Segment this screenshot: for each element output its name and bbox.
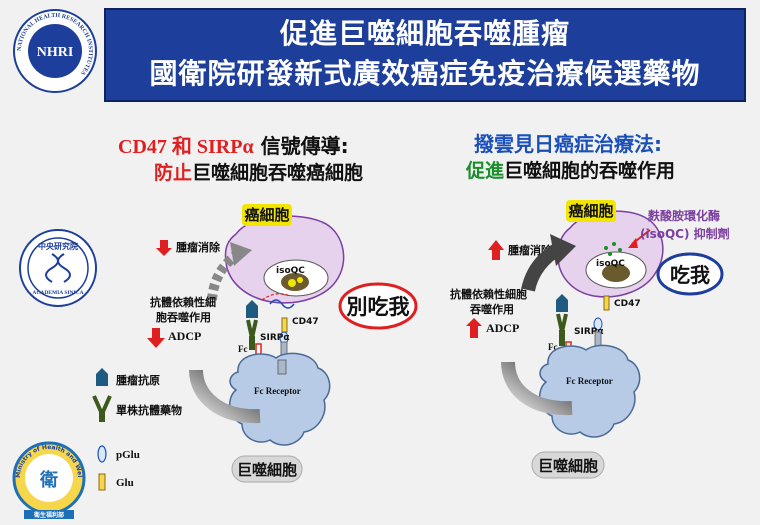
left-subtitle-rest: 巨噬細胞吞噬癌細胞 <box>192 162 364 184</box>
left-dont-eat-text: 別吃我 <box>347 295 410 319</box>
right-panel-title: 撥雲見日癌症治療法: <box>474 132 662 156</box>
left-dont-eat-bubble <box>338 282 418 330</box>
left-macrophage-label: 巨噬細胞 <box>237 461 297 479</box>
left-antibody <box>246 319 258 339</box>
svg-text:衛: 衛 <box>39 469 58 490</box>
right-gradient-arrow <box>501 361 573 416</box>
right-fc-receptor-label: Fc Receptor <box>566 376 613 386</box>
left-adcp-down-arrow <box>147 328 165 348</box>
right-macrophage-badge <box>531 451 605 479</box>
left-subtitle-red: 防止 <box>154 162 193 184</box>
right-panel-subtitle: 促進巨噬細胞的吞噬作用 <box>466 156 675 183</box>
left-tumor-down-arrow <box>156 240 172 256</box>
left-title-suffix: 信號傳導: <box>253 134 349 158</box>
left-cancer-cell-badge <box>242 204 292 226</box>
legend-antibody-label: 單株抗體藥物 <box>116 403 182 417</box>
right-adcp-line1: 抗體依賴性細胞 <box>450 287 527 301</box>
legend-glu-label: Glu <box>116 477 134 489</box>
academia-sinica-logo: 中央研究院 ACADEMIA SINICA <box>19 229 97 307</box>
left-tumor-clear: 腫瘤消除 <box>176 240 221 254</box>
left-panel-title: CD47 和 SIRPα 信號傳導: <box>118 130 349 159</box>
left-sirpa-label: SIRPα <box>260 333 290 343</box>
left-isoqc-label: isoQC <box>276 266 305 276</box>
left-fc-label: Fc <box>238 344 248 354</box>
legend-pglu-label: pGlu <box>116 449 140 461</box>
left-adcp-line2: 胞吞噬作用 <box>156 310 211 324</box>
right-subtitle-green: 促進 <box>466 160 505 182</box>
sinica-top-text: 中央研究院 <box>38 241 78 251</box>
right-macrophage <box>539 344 641 438</box>
left-adcp-label: ADCP <box>168 329 201 343</box>
sinica-bottom-text: ACADEMIA SINICA <box>32 290 83 296</box>
legend-antigen-icon <box>96 368 108 386</box>
left-title-prefix: CD47 和 SIRPα <box>118 136 254 158</box>
nhri-logo-text: NHRI <box>37 45 74 60</box>
right-antibody <box>556 313 568 333</box>
left-panel-subtitle: 防止巨噬細胞吞噬癌細胞 <box>154 158 363 185</box>
health-ministry-logo: Ministry of Health and Welfare 衛 衛生福利部 <box>10 440 86 519</box>
left-macrophage-badge <box>231 455 303 483</box>
right-inhibitor-line2: (isoQC) 抑制劑 <box>640 226 730 241</box>
header-title-line2: 國衛院研發新式廣效癌症免疫治療候選藥物 <box>149 57 701 90</box>
legend-pglu-icon <box>97 445 107 463</box>
right-tumor-antigen <box>556 294 568 312</box>
right-tumor-up-arrow <box>488 240 504 260</box>
right-fc-label: Fc <box>548 342 558 352</box>
right-adcp-line2: 吞噬作用 <box>470 302 514 316</box>
left-tumor-antigen <box>246 300 258 318</box>
legend-antibody-icon <box>92 395 112 419</box>
left-gradient-arrow <box>189 369 261 424</box>
header-title-line1: 促進巨噬細胞吞噬腫瘤 <box>279 17 570 50</box>
right-subtitle-rest: 巨噬細胞的吞噬作用 <box>504 160 676 182</box>
right-eat-me-bubble <box>656 252 724 296</box>
right-cancer-cell-label: 癌細胞 <box>568 202 613 220</box>
right-cancer-cell-badge <box>566 200 616 222</box>
right-isoqc-label: isoQC <box>596 259 625 269</box>
right-macrophage-label: 巨噬細胞 <box>538 457 598 475</box>
left-fc-receptor-label: Fc Receptor <box>254 386 301 396</box>
header-banner: 促進巨噬細胞吞噬腫瘤 國衛院研發新式廣效癌症免疫治療候選藥物 <box>104 8 746 102</box>
legend-glu-icon <box>98 473 106 491</box>
right-isoqc-enzyme <box>602 264 630 282</box>
right-eat-me-text: 吃我 <box>670 263 710 287</box>
right-sirpa-label: SIRPα <box>574 327 604 337</box>
right-adcp-label: ADCP <box>486 321 519 335</box>
legend-antigen-label: 腫瘤抗原 <box>116 373 160 387</box>
nhri-logo: NATIONAL HEALTH RESEARCH INSTITUTES NHRI <box>13 9 97 93</box>
right-adcp-up-arrow <box>466 318 482 338</box>
left-cd47-label: CD47 <box>292 317 319 327</box>
right-inhibitor-line1: 麩酸胺環化酶 <box>647 208 720 223</box>
left-cancer-cell-label: 癌細胞 <box>244 206 289 224</box>
health-bottom-text: 衛生福利部 <box>33 511 64 519</box>
left-adcp-line1: 抗體依賴性細 <box>150 295 216 309</box>
right-cd47-label: CD47 <box>614 299 641 309</box>
